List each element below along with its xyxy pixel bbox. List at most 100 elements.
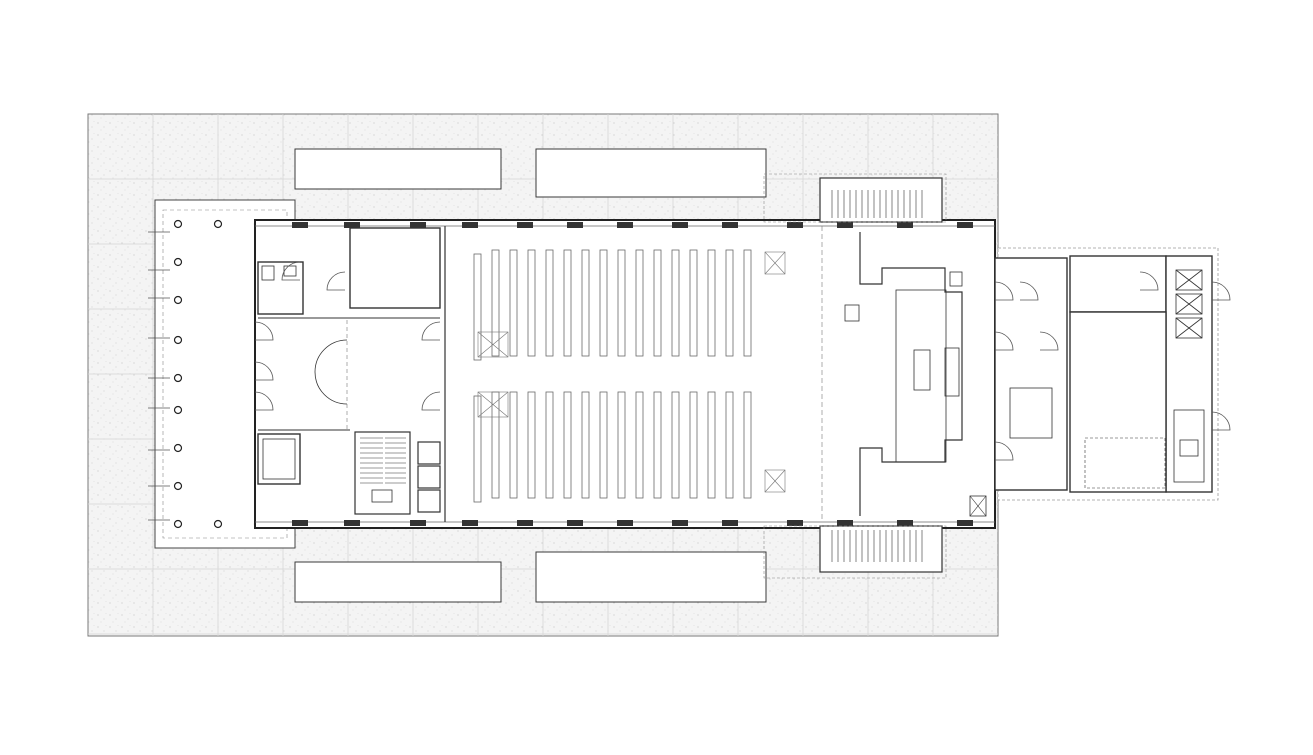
pew [527, 249, 536, 357]
pier-south [567, 520, 583, 526]
pew [671, 249, 680, 357]
terrace-blocks [294, 148, 767, 603]
pew [581, 249, 590, 357]
pew [653, 249, 662, 357]
pier-south [344, 520, 360, 526]
portico-column [173, 335, 183, 345]
pier-north [617, 222, 633, 228]
door-swing [1039, 331, 1059, 351]
pew [473, 395, 482, 503]
chancel [844, 232, 987, 517]
pew [689, 249, 698, 357]
pier-south [617, 520, 633, 526]
pier-north [410, 222, 426, 228]
pier-south [722, 520, 738, 526]
burner [1175, 269, 1203, 291]
pew [599, 249, 608, 357]
nave-x-markers [477, 251, 786, 493]
portico-column [173, 443, 183, 453]
portico-column [173, 481, 183, 491]
pier-south [837, 520, 853, 526]
burner [1175, 317, 1203, 339]
burner-cross [1175, 317, 1203, 339]
narthex-rooms [257, 227, 441, 485]
pier-north [672, 222, 688, 228]
pier-north [787, 222, 803, 228]
pew [563, 391, 572, 499]
pew [635, 249, 644, 357]
pew [473, 253, 482, 361]
door-swing [254, 391, 274, 411]
pier-south [462, 520, 478, 526]
pier-north [344, 222, 360, 228]
portico-column [213, 519, 223, 529]
burner-cross [1175, 293, 1203, 315]
pier-south [292, 520, 308, 526]
pew [581, 391, 590, 499]
portico-column [173, 519, 183, 529]
pew [707, 249, 716, 357]
pew [725, 249, 734, 357]
pier-north [517, 222, 533, 228]
door-swing [994, 441, 1014, 461]
door-swing [1139, 271, 1159, 291]
pier-south [897, 520, 913, 526]
portico-column [173, 295, 183, 305]
portico-column [173, 405, 183, 415]
door-swings [254, 261, 1231, 461]
wall-piers [292, 222, 973, 526]
pier-south [672, 520, 688, 526]
pew [617, 249, 626, 357]
door-swing [281, 261, 301, 281]
pier-north [957, 222, 973, 228]
portico-column [173, 219, 183, 229]
door-swing [326, 271, 346, 291]
pew [617, 391, 626, 499]
pew [725, 391, 734, 499]
pew [743, 391, 752, 499]
stair-towers [763, 173, 947, 579]
pier-north [292, 222, 308, 228]
pew [707, 391, 716, 499]
pew [527, 391, 536, 499]
portico-column [213, 219, 223, 229]
pier-south [787, 520, 803, 526]
pier-north [837, 222, 853, 228]
pew [653, 391, 662, 499]
nave [444, 226, 823, 522]
pew [491, 249, 500, 357]
portico-column [173, 373, 183, 383]
door-swing [1211, 411, 1231, 431]
pew [491, 391, 500, 499]
pew [545, 391, 554, 499]
door-swing [994, 281, 1014, 301]
pier-north [722, 222, 738, 228]
pew [635, 391, 644, 499]
pier-north [462, 222, 478, 228]
pier-north [567, 222, 583, 228]
pew [563, 249, 572, 357]
pier-north [897, 222, 913, 228]
pew [671, 391, 680, 499]
pew [509, 391, 518, 499]
side-cabinets [417, 441, 441, 513]
door-swing [421, 321, 441, 341]
east-annex [994, 255, 1213, 493]
pier-south [957, 520, 973, 526]
door-swing [254, 321, 274, 341]
pew [545, 249, 554, 357]
door-swing [1019, 281, 1039, 301]
west-stair [354, 431, 411, 515]
door-swing [994, 331, 1014, 351]
pier-south [517, 520, 533, 526]
door-swing [254, 361, 274, 381]
pew [509, 249, 518, 357]
burner [1175, 293, 1203, 315]
door-swing [1211, 281, 1231, 301]
pew [599, 391, 608, 499]
pier-south [410, 520, 426, 526]
pew [689, 391, 698, 499]
door-swing [421, 391, 441, 411]
portico-column [173, 257, 183, 267]
